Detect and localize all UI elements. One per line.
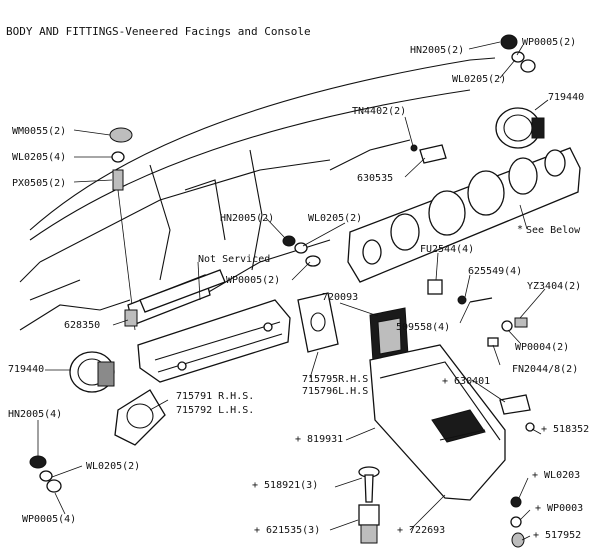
label-719440-left: 719440 [8,364,44,375]
label-819931: + 819931 [295,434,343,445]
label-fu2544: FU2544(4) [420,244,474,255]
washer-stack-top [500,34,536,73]
plate-715795 [297,292,339,353]
label-px0505: PX0505(2) [12,178,66,189]
bracket-630401 [499,394,531,415]
label-wl0203: + WL0203 [532,470,580,481]
label-715795: 715795R.H.S [302,374,368,385]
label-719440-top: 719440 [548,92,584,103]
label-not-serviced: Not Serviced [198,254,270,265]
label-fn2044: FN2044/8(2) [512,364,578,375]
label-722693: + 722693 [397,525,445,536]
bracket-628350 [124,269,226,327]
label-628350: 628350 [64,320,100,331]
dashboard-outline [19,57,496,331]
switch-housing-720093 [369,307,409,363]
veneered-facing-panel [347,147,581,283]
washer-stack-bottom-right [510,496,525,548]
label-wm0055: WM0055(2) [12,126,66,137]
gauge-719440-left [69,351,115,393]
label-509558: 509558(4) [396,322,450,333]
gauge-719440-top [495,107,545,149]
clip-630535 [410,144,447,164]
label-hn2005-bottom: HN2005(4) [8,409,62,420]
washer-stack-bottom-left [29,455,62,493]
bezel-715791 [114,389,166,446]
label-517952: + 517952 [533,530,581,541]
fastener-stack-left [109,127,136,331]
label-715791: 715791 R.H.S. [176,391,254,402]
label-wp0004: WP0004(2) [515,342,569,353]
label-621535: + 621535(3) [254,525,320,536]
part-labels: HN2005(2) WP0005(2) WL0205(2) 719440 TN4… [8,37,589,541]
label-hn2005-mid: HN2005(2) [220,213,274,224]
label-wp0005-mid: WP0005(2) [226,275,280,286]
label-hn2005-top: HN2005(2) [410,45,464,56]
label-wp0005-bottom: WP0005(4) [22,514,76,525]
label-wl0205-mid: WL0205(2) [308,213,362,224]
label-tn4402: TN4402(2) [352,106,406,117]
screw-518921 [358,466,380,503]
nut-washer-mid [282,235,321,267]
clip-621535 [358,504,380,544]
console-fascia [137,299,291,383]
console-body-819931 [369,344,506,501]
label-715796: 715796L.H.S [302,386,368,397]
label-wl0205-bottom: WL0205(2) [86,461,140,472]
label-wp0003: + WP0003 [535,503,583,514]
label-see-below: See Below [526,225,581,236]
label-720093: 720093 [322,292,358,303]
leader-lines [37,41,549,541]
small-parts-right [427,279,528,347]
label-518921: + 518921(3) [252,480,318,491]
label-518352: + 518352 [541,424,589,435]
label-625549: 625549(4) [468,266,522,277]
label-630535: 630535 [357,173,393,184]
label-715792: 715792 L.H.S. [176,405,254,416]
label-630401: + 630401 [442,376,490,387]
label-wl0205-top: WL0205(2) [452,74,506,85]
label-yz3404: YZ3404(2) [527,281,581,292]
diagram-title: BODY AND FITTINGS-Veneered Facings and C… [6,25,311,38]
label-see-below-marker: * [517,224,523,235]
label-wp0005-top: WP0005(2) [522,37,576,48]
label-wl0205-left: WL0205(4) [12,152,66,163]
